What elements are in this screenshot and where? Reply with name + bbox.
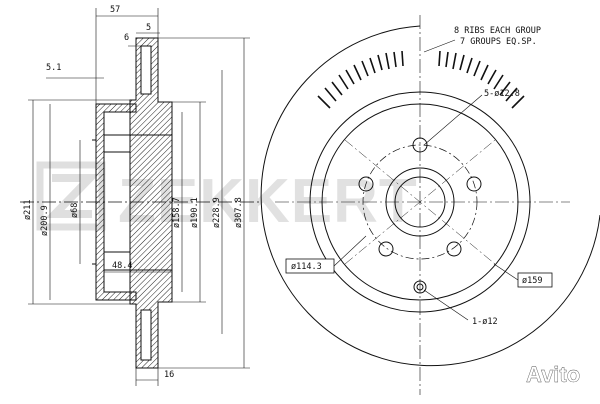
bolt-holes: [358, 137, 482, 294]
ribs-note-line1: 8 RIBS EACH GROUP: [454, 26, 541, 36]
bolt-hole: [446, 241, 462, 257]
vent-ribs: [317, 50, 525, 109]
dim-diameter-190-1: ø190.1: [190, 197, 200, 228]
leader-line: [333, 235, 367, 267]
pcd-label-box: [285, 258, 335, 274]
dim-flange: 6: [124, 33, 129, 43]
front-view-labels: 8 RIBS EACH GROUP 7 GROUPS EQ.SP. 5-ø12.…: [285, 26, 553, 327]
dim-overall-width: 57: [110, 5, 120, 15]
dim-bottom: 16: [164, 370, 174, 380]
dim-diameter-158-7: ø158.7: [172, 197, 182, 228]
pin-hole-label: 1-ø12: [472, 317, 498, 327]
avito-logo-icon: [511, 375, 521, 385]
dim-height: 48.4: [112, 261, 132, 271]
avito-watermark: Avito: [496, 361, 580, 387]
dim-diameter-228-9: ø228.9: [212, 197, 222, 228]
avito-logo-icon: [496, 365, 510, 379]
dim-diameter-307-8: ø307.8: [234, 197, 244, 228]
pin-hole-inner: [416, 283, 424, 291]
ribs-note-line2: 7 GROUPS EQ.SP.: [460, 37, 537, 47]
dim-diameter-211: ø211: [23, 200, 33, 220]
pin-hole: [413, 280, 427, 294]
dim-diameter-68: ø68: [70, 203, 80, 218]
vent-slot: [140, 309, 152, 361]
leader-line: [423, 289, 469, 321]
watermark-z-glyph: [45, 174, 100, 218]
avito-logo-icon: [510, 361, 518, 369]
front-view: [260, 15, 600, 395]
bolt-hole: [358, 176, 374, 192]
side-view: [20, 8, 260, 386]
leader-line: [493, 263, 519, 281]
dim-offset: 5.1: [46, 63, 61, 73]
leader-line: [423, 39, 456, 53]
dim-hat-thickness: 5: [146, 23, 151, 33]
bolt-holes-label: 5-ø12.8: [484, 89, 520, 99]
bolt-hole: [466, 176, 482, 192]
side-view-labels: 57 5 6 5.1 48.4 16 ø211 ø200.9 ø68 ø158.…: [23, 5, 244, 380]
centerline-diag: [344, 139, 496, 265]
avito-label: Avito: [526, 362, 580, 387]
leader-line: [423, 94, 483, 146]
dim-diameter-200-9: ø200.9: [40, 205, 50, 236]
outer-ring-label-box: [517, 272, 553, 288]
vent-slot: [140, 45, 152, 95]
outer-ring-label: ø159: [522, 276, 542, 286]
bolt-hole: [412, 137, 428, 153]
pcd-label: ø114.3: [291, 262, 322, 272]
disc-outer-edge: [260, 25, 600, 367]
bolt-hole: [378, 241, 394, 257]
